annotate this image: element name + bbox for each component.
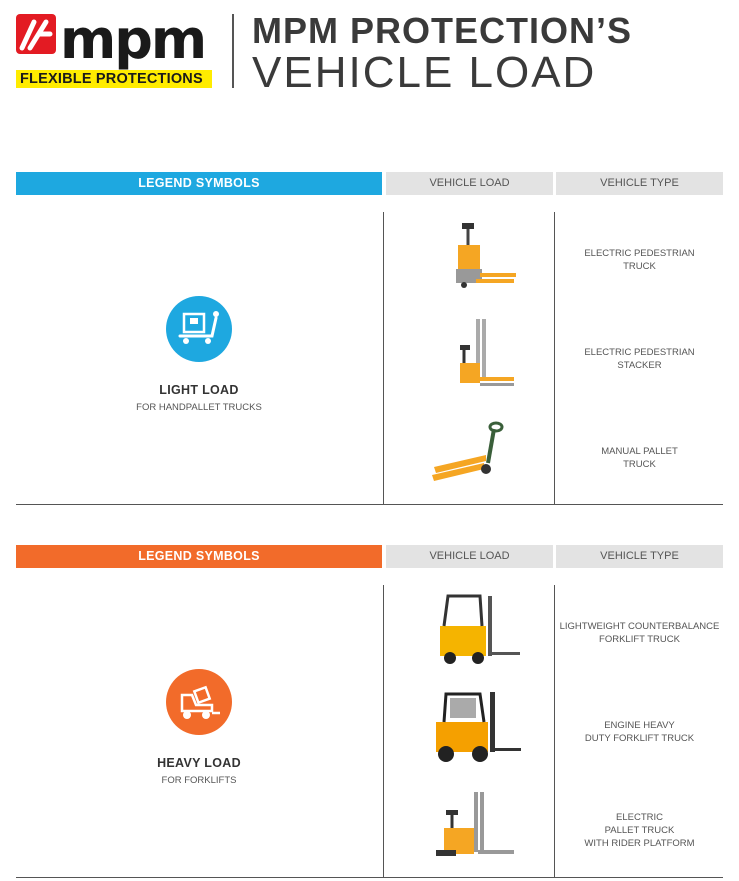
column-divider [383, 212, 384, 504]
logo-wordmark: mpm [60, 8, 207, 71]
legend-symbols-header: LEGEND SYMBOLS [16, 545, 382, 568]
logo-mark-icon [16, 14, 56, 54]
logo-tagline: FLEXIBLE PROTECTIONS [20, 71, 203, 87]
manual-pallet-truck-image [416, 415, 526, 495]
header-divider [232, 14, 234, 88]
heavy-load-subtitle: FOR FORKLIFTS [161, 775, 237, 786]
vehicle-type-header: VEHICLE TYPE [556, 545, 723, 568]
engine-forklift-image [416, 688, 526, 768]
counterbalance-forklift-image [416, 590, 526, 670]
vehicle-load-header: VEHICLE LOAD [386, 172, 553, 195]
section-bottom-rule [16, 877, 723, 878]
vehicle-type-label: MANUAL PALLET TRUCK [601, 446, 678, 470]
electric-pedestrian-stacker-image [416, 315, 526, 395]
legend-symbols-header: LEGEND SYMBOLS [16, 172, 382, 195]
forklift-icon [166, 669, 232, 735]
mpm-logo: mpm FLEXIBLE PROTECTIONS [16, 8, 212, 88]
column-divider [383, 585, 384, 877]
vehicle-type-header: VEHICLE TYPE [556, 172, 723, 195]
handpallet-truck-icon [166, 296, 232, 362]
vehicle-type-label: LIGHTWEIGHT COUNTERBALANCE FORKLIFT TRUC… [559, 621, 720, 645]
column-divider [554, 212, 555, 504]
page-subtitle: VEHICLE LOAD [252, 48, 597, 97]
vehicle-type-label: ELECTRIC PEDESTRIAN TRUCK [584, 248, 695, 272]
vehicle-type-label: ELECTRIC PEDESTRIAN STACKER [584, 347, 695, 371]
electric-pedestrian-truck-image [416, 217, 526, 297]
heavy-load-section: LEGEND SYMBOLS VEHICLE LOAD VEHICLE TYPE… [16, 545, 723, 878]
section-bottom-rule [16, 504, 723, 505]
vehicle-load-header: VEHICLE LOAD [386, 545, 553, 568]
light-load-subtitle: FOR HANDPALLET TRUCKS [136, 402, 262, 413]
column-divider [554, 585, 555, 877]
vehicle-type-label: ENGINE HEAVY DUTY FORKLIFT TRUCK [584, 720, 695, 744]
page-title: MPM PROTECTION’S [252, 10, 633, 51]
rider-pallet-truck-image [416, 788, 526, 868]
vehicle-type-label: ELECTRIC PALLET TRUCK WITH RIDER PLATFOR… [584, 812, 695, 849]
heavy-load-title: HEAVY LOAD [157, 756, 241, 770]
light-load-section: LEGEND SYMBOLS VEHICLE LOAD VEHICLE TYPE… [16, 172, 723, 505]
light-load-title: LIGHT LOAD [159, 383, 239, 397]
